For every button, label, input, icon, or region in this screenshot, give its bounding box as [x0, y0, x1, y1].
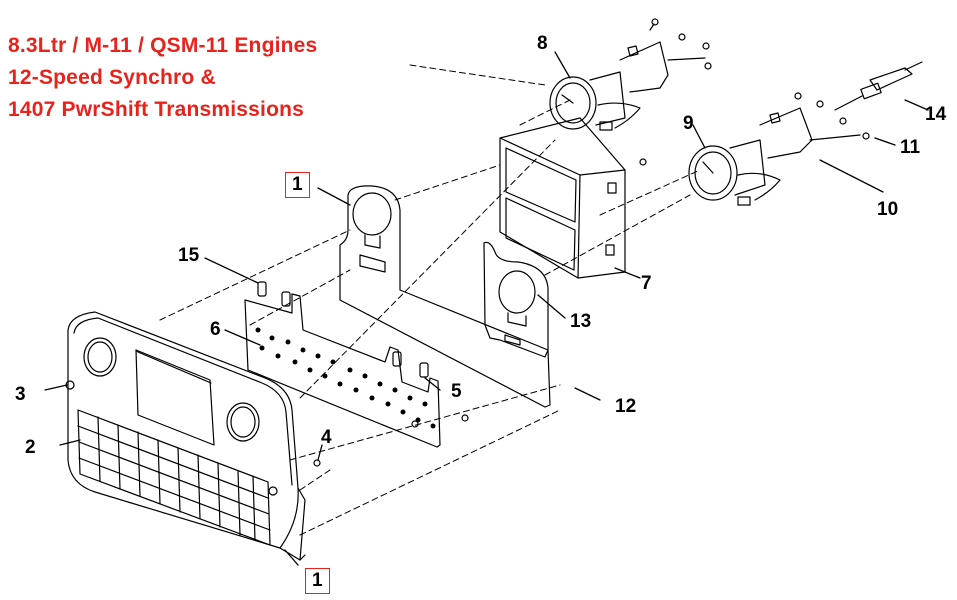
gauge-housing [499, 117, 647, 279]
callout-8: 8 [537, 33, 548, 54]
temperature-sender [834, 61, 923, 111]
callout-12: 12 [615, 396, 637, 417]
callout-3: 3 [15, 384, 26, 405]
callout-14: 14 [925, 104, 947, 125]
callout-5: 5 [451, 381, 462, 402]
title-line-2: 12-Speed Synchro & [8, 66, 216, 89]
rear-mounting-bracket [339, 185, 551, 408]
switch-grid [77, 409, 271, 546]
callout-4: 4 [321, 427, 332, 448]
leader-lines [44, 51, 929, 566]
callout-2: 2 [25, 437, 36, 458]
title-line-3: 1407 PwrShift Transmissions [8, 98, 305, 121]
gauge-bracket [483, 241, 549, 358]
gauge-upper [549, 18, 712, 131]
callout-1-bottom: 1 [305, 568, 330, 594]
callout-9: 9 [683, 113, 694, 134]
callout-11: 11 [900, 137, 921, 158]
title-line-1: 8.3Ltr / M-11 / QSM-11 Engines [8, 34, 318, 57]
callout-7: 7 [641, 273, 652, 294]
callout-13: 13 [570, 311, 592, 332]
callout-1-top: 1 [285, 172, 310, 198]
switch-mounting-plate [244, 281, 469, 448]
alignment-lines [159, 64, 701, 536]
gauge-lower [688, 92, 870, 206]
instrument-panel-bezel [65, 311, 321, 561]
callout-15: 15 [178, 245, 200, 266]
callout-10: 10 [877, 199, 899, 220]
callout-6: 6 [210, 319, 221, 340]
